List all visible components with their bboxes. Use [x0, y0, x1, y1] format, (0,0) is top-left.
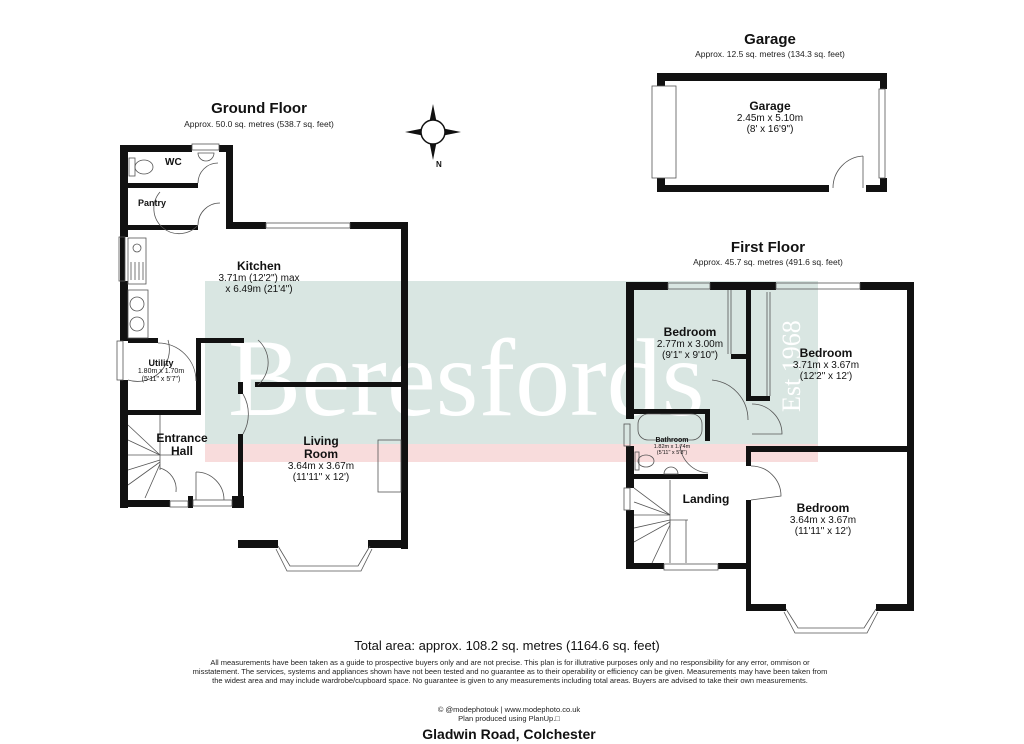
room-label-landing: Landing — [682, 492, 730, 506]
bedroom-small-dim-line2: (9'1" x 9'10") — [662, 350, 718, 361]
total-area: Total area: approx. 108.2 sq. metres (11… — [354, 638, 660, 653]
room-living-room: Living Room 3.64m x 3.67m (11'11" x 12') — [287, 434, 355, 484]
room-label-wc: WC — [165, 157, 182, 168]
room-label-room: Room — [304, 447, 338, 461]
room-bedroom-small: Bedroom 2.77m x 3.00m (9'1" x 9'10") — [656, 325, 724, 362]
garage-walls — [657, 73, 887, 192]
watermark: Beresfords Est 1968 — [205, 281, 818, 462]
ground-floor-fixtures — [116, 143, 402, 572]
bathroom-dim-line2: (5'11" x 5'8") — [656, 450, 688, 456]
bedroom-front-dim-line1: 3.64m x 3.67m — [789, 515, 857, 526]
bathroom-dim-line1: 1.82m x 1.74m — [653, 444, 691, 450]
garage-fixtures — [651, 85, 886, 189]
room-label-bedroom-small: Bedroom — [663, 325, 717, 339]
room-label-living: Living — [303, 434, 339, 448]
property-address: Gladwin Road, Colchester — [422, 726, 596, 742]
first-floor-title: First Floor — [730, 239, 806, 256]
bedroom-front-dim-line2: (11'11" x 12') — [794, 526, 852, 537]
room-label-bedroom-rear: Bedroom — [799, 346, 853, 360]
room-label-bathroom: Bathroom — [655, 437, 689, 444]
room-label-hall: Hall — [170, 444, 194, 458]
bedroom-small-dim-line1: 2.77m x 3.00m — [656, 339, 724, 350]
ground-floor-title: Ground Floor — [211, 100, 307, 117]
garage-dim-line1: 2.45m x 5.10m — [736, 113, 804, 124]
room-label-pantry: Pantry — [138, 198, 167, 208]
first-floor-walls — [626, 282, 914, 611]
room-label-utility: Utility — [148, 358, 174, 368]
first-floor-fixtures — [623, 282, 879, 634]
kitchen-dim-line2: x 6.49m (21'4") — [225, 284, 293, 295]
ground-floor-walls — [120, 145, 408, 549]
room-entrance-hall: Entrance Hall — [156, 432, 207, 458]
watermark-est-text: Est 1968 — [777, 320, 806, 412]
compass-north-label: N — [436, 160, 442, 169]
garage-title: Garage — [744, 31, 796, 48]
room-label-garage: Garage — [749, 99, 791, 113]
garage-dim-line2: (8' x 16'9") — [746, 124, 794, 135]
bedroom-rear-dim-line1: 3.71m x 3.67m — [792, 360, 860, 371]
utility-dim-line1: 1.80m x 1.70m — [137, 368, 185, 375]
room-label-kitchen: Kitchen — [236, 259, 282, 273]
room-kitchen: Kitchen 3.71m (12'2") max x 6.49m (21'4"… — [218, 259, 300, 296]
garage-area: Approx. 12.5 sq. metres (134.3 sq. feet) — [695, 49, 845, 59]
room-label-bedroom-front: Bedroom — [796, 501, 850, 515]
living-room-dim-line2: (11'11" x 12') — [292, 472, 350, 483]
utility-dim-line2: (5'11" x 5'7") — [141, 376, 181, 383]
first-floor-area: Approx. 45.7 sq. metres (491.6 sq. feet) — [693, 257, 843, 267]
credit-line-2: Plan produced using PlanUp.□ — [458, 714, 560, 723]
compass-rose-icon — [405, 104, 461, 160]
room-bedroom-rear: Bedroom 3.71m x 3.67m (12'2" x 12') — [792, 346, 860, 383]
bedroom-rear-dim-line2: (12'2" x 12') — [799, 371, 853, 382]
disclaimer-text: All measurements have been taken as a gu… — [192, 658, 828, 685]
room-bedroom-front: Bedroom 3.64m x 3.67m (11'11" x 12') — [789, 501, 857, 538]
credit-line-1: © @modephotouk | www.modephoto.co.uk — [437, 705, 581, 714]
living-room-dim-line1: 3.64m x 3.67m — [287, 461, 355, 472]
room-bathroom: Bathroom 1.82m x 1.74m (5'11" x 5'8") — [654, 437, 690, 456]
kitchen-dim-line1: 3.71m (12'2") max — [218, 273, 300, 284]
room-utility: Utility 1.80m x 1.70m (5'11" x 5'7") — [138, 358, 184, 384]
room-label-entrance: Entrance — [156, 431, 208, 445]
ground-floor-area: Approx. 50.0 sq. metres (538.7 sq. feet) — [184, 119, 334, 129]
watermark-brand-text: Beresfords — [228, 317, 705, 439]
room-garage: Garage 2.45m x 5.10m (8' x 16'9") — [736, 99, 804, 136]
